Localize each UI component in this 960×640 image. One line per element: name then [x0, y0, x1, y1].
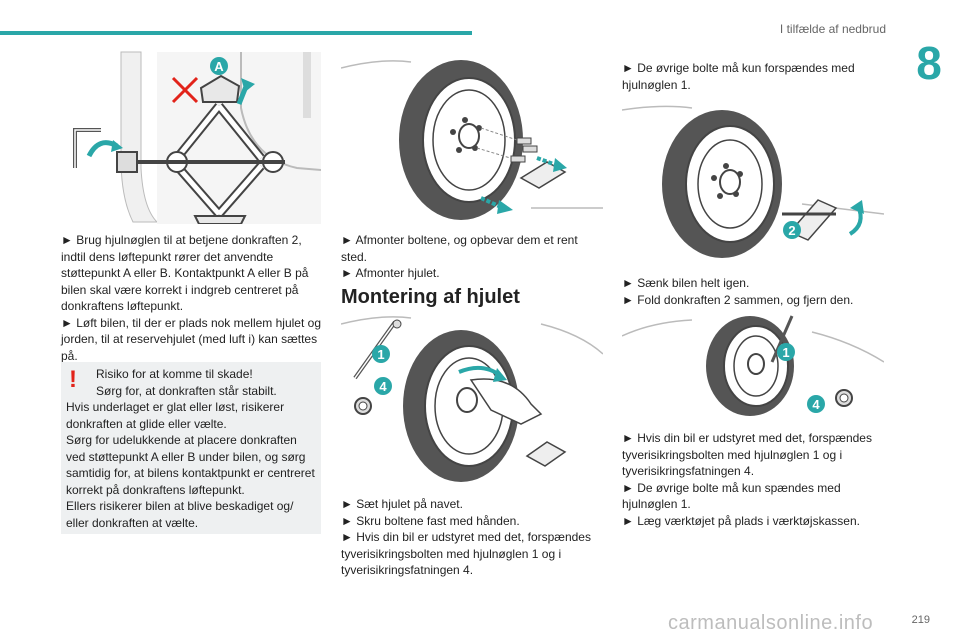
callout-1: 1 — [377, 347, 384, 362]
instruction-anti-theft-pretighten: ► Hvis din bil er udstyret med det, fors… — [341, 530, 591, 577]
mount-wheel-illustration: 1 4 — [341, 316, 603, 482]
instruction-anti-theft-tighten: ► Hvis din bil er udstyret med det, fors… — [622, 431, 872, 478]
instruction-pretighten-others: ► De øvrige bolte må kun forspændes med … — [622, 61, 855, 92]
instruction-stow-tools: ► Læg værktøjet på plads i værktøjskasse… — [622, 513, 860, 528]
warning-text: Risiko for at komme til skade! Sørg for,… — [66, 366, 315, 531]
callout-1b: 1 — [782, 345, 789, 360]
instruction-remove-bolts: ► Afmonter boltene, og opbevar dem et re… — [341, 233, 578, 264]
remove-bolts-illustration — [341, 60, 603, 220]
callout-4: 4 — [379, 379, 387, 394]
watermark: carmanualsonline.info — [668, 612, 874, 634]
header-accent-bar — [0, 31, 472, 35]
callout-4b: 4 — [812, 397, 820, 412]
warning-line: Hvis underlaget er glat eller løst, risi… — [66, 400, 285, 431]
instruction-lift-car: ► Løft bilen, til der er plads nok melle… — [61, 315, 321, 363]
column-3-top-text: ► De øvrige bolte må kun forspændes med … — [622, 60, 884, 93]
anti-theft-bolt-illustration: 1 4 — [622, 315, 884, 416]
instruction-jack-raise: ► Brug hjulnøglen til at betjene donkraf… — [61, 233, 309, 313]
column-2-top-text: ► Afmonter boltene, og opbevar dem et re… — [341, 232, 603, 282]
column-2-bottom-text: ► Sæt hjulet på navet. ► Skru boltene fa… — [341, 496, 603, 579]
section-title-mounting: Montering af hjulet — [341, 286, 520, 308]
tighten-bolts-illustration: 2 — [622, 105, 884, 258]
instruction-tighten-others: ► De øvrige bolte må kun spændes med hju… — [622, 480, 841, 512]
instruction-fold-jack: ► Fold donkraften 2 sammen, og fjern den… — [622, 292, 854, 307]
instruction-fit-wheel: ► Sæt hjulet på navet. — [341, 497, 463, 511]
callout-2: 2 — [788, 223, 795, 238]
warning-line: Sørg for, at donkraften står stabilt. — [96, 383, 277, 398]
column-3-middle-text: ► Sænk bilen helt igen. ► Fold donkrafte… — [622, 275, 884, 308]
instruction-lower-car: ► Sænk bilen helt igen. — [622, 276, 750, 290]
column-3-bottom-text: ► Hvis din bil er udstyret med det, fors… — [622, 430, 884, 529]
column-1-text: ► Brug hjulnøglen til at betjene donkraf… — [61, 232, 321, 364]
callout-a: A — [214, 59, 224, 74]
instruction-remove-wheel: ► Afmonter hjulet. — [341, 266, 440, 280]
jack-lifting-illustration: A — [73, 51, 321, 224]
warning-line: Sørg for udelukkende at placere donkraft… — [66, 433, 315, 497]
instruction-hand-tighten: ► Skru boltene fast med hånden. — [341, 513, 520, 528]
chapter-number: 8 — [916, 37, 942, 89]
warning-exclamation-icon: ! — [69, 366, 77, 393]
warning-line: Risiko for at komme til skade! — [96, 367, 253, 381]
page-number: 219 — [911, 614, 930, 626]
warning-line: Ellers risikerer bilen at blive beskadig… — [66, 499, 294, 530]
chapter-title: I tilfælde af nedbrud — [779, 22, 886, 36]
warning-box: ! Risiko for at komme til skade! Sørg fo… — [61, 362, 321, 534]
